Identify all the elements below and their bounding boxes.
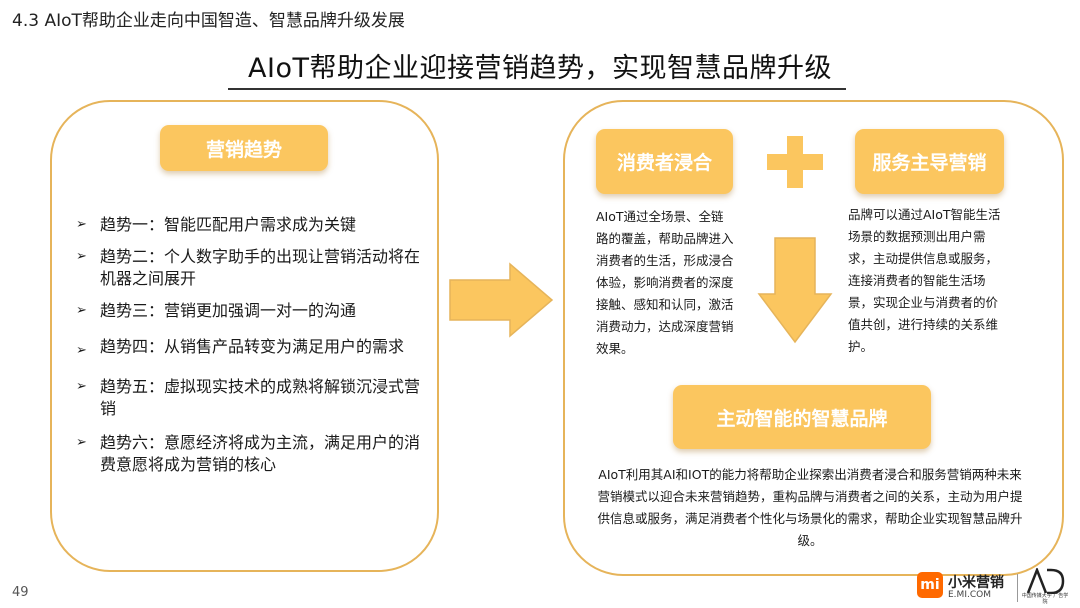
bullet-arrow-icon: ➢ xyxy=(76,435,87,450)
trend-text: 趋势六：意愿经济将成为主流，满足用户的消费意愿将成为营销的核心 xyxy=(100,433,421,474)
service-marketing-heading: 服务主导营销 xyxy=(855,129,1004,194)
smart-brand-heading: 主动智能的智慧品牌 xyxy=(673,385,931,449)
arrow-right-icon xyxy=(449,262,554,338)
trends-heading: 营销趋势 xyxy=(160,125,328,171)
consumer-immersion-heading: 消费者浸合 xyxy=(596,129,733,194)
list-item: ➢ 趋势一：智能匹配用户需求成为关键 xyxy=(76,214,421,236)
partner-name: 中国传媒大学 广告学院 xyxy=(1021,593,1069,605)
bullet-arrow-icon: ➢ xyxy=(76,217,87,232)
list-item: ➢ 趋势二：个人数字助手的出现让营销活动将在机器之间展开 xyxy=(76,246,421,290)
page-number: 49 xyxy=(12,585,29,600)
list-item: ➢ 趋势五：虚拟现实技术的成熟将解锁沉浸式营销 xyxy=(76,376,421,420)
partner-logo xyxy=(1026,568,1065,594)
logo-divider xyxy=(1017,574,1018,602)
mi-logo: mi xyxy=(917,572,943,598)
bullet-arrow-icon: ➢ xyxy=(76,379,87,394)
plus-icon xyxy=(767,136,823,188)
service-marketing-text: 品牌可以通过AIoT智能生活场景的数据预测出用户需求，主动提供信息或服务，连接消… xyxy=(848,207,1001,354)
trend-text: 趋势四：从销售产品转变为满足用户的需求 xyxy=(100,337,405,356)
consumer-immersion-text: AIoT通过全场景、全链路的覆盖，帮助品牌进入消费者的生活，形成浸合体验，影响消… xyxy=(596,209,734,356)
trend-text: 趋势二：个人数字助手的出现让营销活动将在机器之间展开 xyxy=(100,247,421,288)
bullet-arrow-icon: ➢ xyxy=(76,343,87,358)
list-item: ➢ 趋势六：意愿经济将成为主流，满足用户的消费意愿将成为营销的核心 xyxy=(76,432,421,476)
brand-name: 小米营销 xyxy=(948,575,1004,591)
brand-url: E.MI.COM xyxy=(948,590,991,600)
bullet-arrow-icon: ➢ xyxy=(76,303,87,318)
trends-panel xyxy=(50,100,439,572)
title-underline xyxy=(228,88,846,90)
trend-text: 趋势五：虚拟现实技术的成熟将解锁沉浸式营销 xyxy=(100,377,421,418)
trend-text: 趋势三：营销更加强调一对一的沟通 xyxy=(100,301,357,320)
bullet-arrow-icon: ➢ xyxy=(76,249,87,264)
trend-text: 趋势一：智能匹配用户需求成为关键 xyxy=(100,215,357,234)
smart-brand-text: AIoT利用其AI和IOT的能力将帮助企业探索出消费者浸合和服务营销两种未来营销… xyxy=(597,467,1023,548)
list-item: ➢ 趋势三：营销更加强调一对一的沟通 xyxy=(76,300,421,322)
page-title: AIoT帮助企业迎接营销趋势，实现智慧品牌升级 xyxy=(248,53,832,84)
list-item: ➢ 趋势四：从销售产品转变为满足用户的需求 xyxy=(76,332,421,362)
section-title: 4.3 AIoT帮助企业走向中国智造、智慧品牌升级发展 xyxy=(12,11,405,31)
trend-list: ➢ 趋势一：智能匹配用户需求成为关键 ➢ 趋势二：个人数字助手的出现让营销活动将… xyxy=(76,214,421,476)
arrow-down-icon xyxy=(757,237,833,344)
